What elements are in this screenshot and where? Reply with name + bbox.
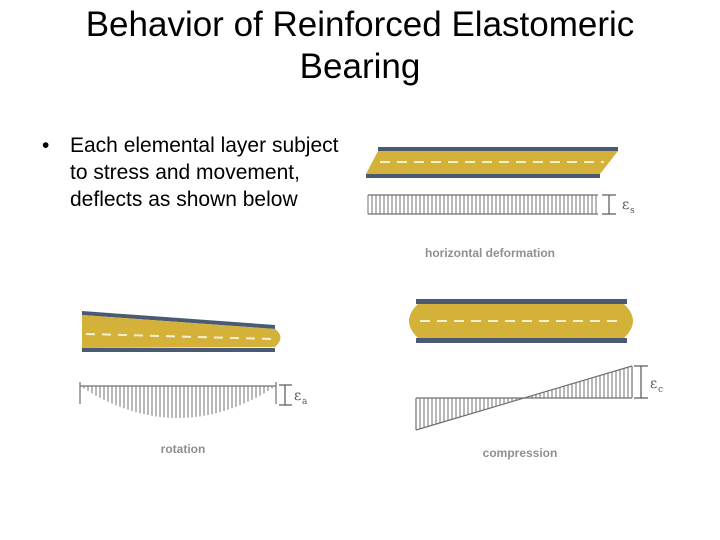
rotation-strain-subscript: a bbox=[302, 397, 308, 407]
rotation-strain-block bbox=[79, 382, 277, 418]
rotation-strain-symbol: ε bbox=[294, 388, 301, 404]
steel-plate-top-tilted bbox=[82, 311, 275, 329]
bullet-text: Each elemental layer subject to stress a… bbox=[70, 134, 339, 211]
compression-strain-dimension bbox=[634, 365, 648, 399]
steel-plate-bottom bbox=[366, 174, 600, 178]
rotation-diagram: ε a rotation bbox=[79, 311, 308, 456]
steel-plate-top bbox=[378, 147, 618, 151]
horizontal-deformation-diagram: ε s horizontal deformation bbox=[366, 147, 635, 260]
steel-plate-bottom bbox=[416, 338, 627, 343]
compression-strain-symbol: ε bbox=[650, 376, 657, 392]
shear-strain-symbol: ε bbox=[622, 197, 629, 213]
bullet-marker: • bbox=[42, 134, 50, 157]
caption-horizontal-deformation: horizontal deformation bbox=[425, 246, 555, 260]
caption-compression: compression bbox=[483, 446, 558, 460]
compression-strain-subscript: c bbox=[658, 385, 663, 395]
steel-plate-top bbox=[416, 299, 627, 304]
shear-strain-subscript: s bbox=[630, 206, 635, 216]
bullet-point: • Each elemental layer subject to stress… bbox=[40, 132, 340, 213]
steel-plate-bottom bbox=[82, 348, 275, 352]
caption-rotation: rotation bbox=[161, 442, 206, 456]
slide-title: Behavior of Reinforced Elastomeric Beari… bbox=[85, 5, 635, 86]
rotation-strain-dimension bbox=[279, 384, 292, 406]
shear-strain-block bbox=[367, 194, 598, 215]
shear-strain-dimension bbox=[602, 194, 616, 215]
elastomer-layer-bulged bbox=[409, 304, 633, 338]
elastomer-layer-wedge bbox=[82, 315, 281, 348]
compression-strain-block bbox=[415, 365, 633, 431]
compression-diagram: ε c compression bbox=[409, 299, 663, 460]
